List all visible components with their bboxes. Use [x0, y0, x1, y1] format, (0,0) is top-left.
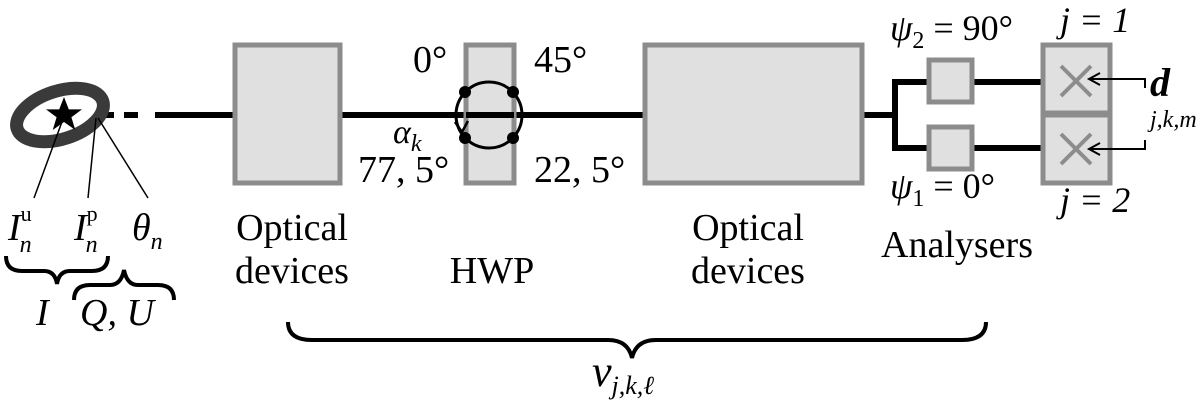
nu-label: νj,k,ℓ	[592, 347, 654, 400]
hwp-rotation-circle	[454, 80, 524, 150]
optical-devices-block-1	[232, 42, 343, 186]
hwp-position-77	[459, 132, 471, 144]
label-stokes-I: I	[35, 292, 51, 334]
star-icon	[46, 97, 82, 130]
arrowhead-icon	[1086, 142, 1101, 156]
label-theta: θn	[132, 207, 163, 255]
hwp-angle-77: 77, 5°	[358, 149, 449, 191]
brace-stokes-QU	[72, 269, 176, 301]
brace-nu	[286, 321, 988, 359]
optical-devices-block-2	[642, 42, 865, 186]
hwp-position-22	[507, 132, 519, 144]
hwp-alpha-label: αk	[393, 114, 422, 157]
analyser-psi1	[926, 124, 975, 172]
optical-devices-label-1-line2: devices	[235, 250, 349, 292]
optical-devices-label-1-line1: Optical	[236, 207, 348, 249]
optical-devices-label-2-line2: devices	[691, 250, 805, 292]
hwp-position-0	[459, 86, 471, 98]
brace-stokes-I	[4, 255, 110, 285]
data-label-d-sub: j,k,m	[1147, 107, 1197, 133]
analysers-label: Analysers	[881, 224, 1033, 266]
hwp-angle-45: 45°	[534, 39, 587, 81]
hwp-angle-22: 22, 5°	[534, 149, 625, 191]
source-ring	[10, 81, 149, 199]
optical-devices-label-2-line1: Optical	[692, 207, 804, 249]
detector-j1-label: j = 1	[1056, 0, 1130, 40]
data-label-d: d	[1150, 60, 1171, 105]
label-stokes-QU: Q, U	[80, 292, 156, 334]
analyser-psi2	[926, 57, 975, 105]
arrowhead-icon	[1086, 72, 1101, 86]
hwp-label: HWP	[450, 250, 534, 292]
detector-j2-label: j = 2	[1056, 180, 1130, 220]
analyser-psi1-label: ψ1 = 0°	[890, 166, 995, 212]
detector-cross-icon	[1059, 132, 1093, 166]
detector-cross-icon	[1059, 64, 1093, 98]
hwp-position-45	[507, 86, 519, 98]
beam-splitter-paths	[892, 79, 1045, 151]
data-arrows	[1089, 78, 1146, 150]
hwp-angle-0: 0°	[413, 39, 447, 81]
analyser-psi2-label: ψ2 = 90°	[890, 8, 1013, 54]
rotation-arrow-icon	[453, 120, 470, 135]
